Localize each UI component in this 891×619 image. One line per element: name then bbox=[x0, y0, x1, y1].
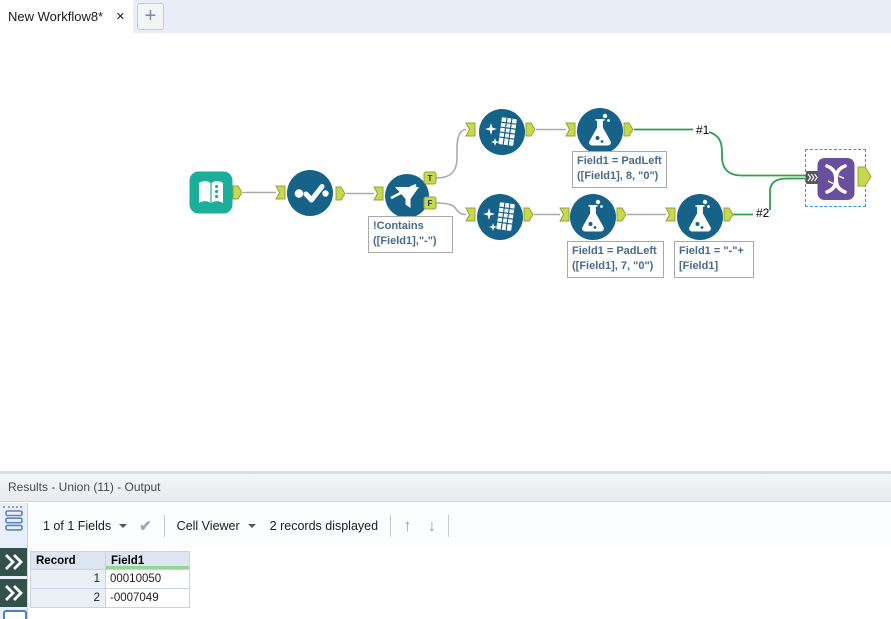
toolbar-separator bbox=[390, 514, 392, 537]
select-tool[interactable] bbox=[287, 170, 333, 216]
formula-top-annotation[interactable]: Field1 = PadLeft ([Field1], 8, "0") bbox=[572, 151, 667, 188]
formula-tool-bottom-1[interactable] bbox=[570, 194, 616, 240]
filter-annotation[interactable]: !Contains ([Field1],"-") bbox=[368, 216, 453, 253]
results-panel-header: Results - Union (11) - Output bbox=[0, 474, 891, 502]
formula-flask-icon bbox=[677, 194, 723, 240]
tab-new-workflow8[interactable]: New Workflow8* ✕ bbox=[0, 0, 133, 33]
field-quality-bar bbox=[106, 566, 189, 569]
toolbar-separator bbox=[163, 514, 165, 537]
double-chevron-icon bbox=[5, 554, 23, 570]
input-data-book-icon bbox=[189, 171, 233, 214]
goto-connection-2-button[interactable] bbox=[0, 579, 27, 607]
record-number-cell[interactable]: 1 bbox=[31, 570, 106, 589]
cell-viewer-dropdown[interactable]: Cell Viewer bbox=[176, 518, 240, 533]
fields-dropdown-caret-icon[interactable] bbox=[119, 523, 128, 528]
column-header-field1-label: Field1 bbox=[111, 555, 145, 567]
column-header-field1[interactable]: Field1 bbox=[106, 552, 190, 570]
formula-tool-top[interactable] bbox=[577, 108, 623, 154]
results-toolbar: 1 of 1 Fields ✔ Cell Viewer 2 records di… bbox=[28, 503, 891, 548]
union-dna-icon bbox=[817, 158, 855, 200]
apply-check-icon[interactable]: ✔ bbox=[139, 517, 152, 535]
formula-flask-icon bbox=[570, 194, 616, 240]
formula-flask-icon bbox=[577, 108, 623, 154]
scroll-up-button[interactable]: ↑ bbox=[403, 515, 412, 535]
formula-bottom-2-annotation[interactable]: Field1 = "-"+ [Field1] bbox=[674, 241, 754, 278]
column-header-record[interactable]: Record bbox=[31, 552, 106, 570]
data-cleansing-tool-bottom[interactable] bbox=[477, 194, 523, 240]
tab-close-icon[interactable]: ✕ bbox=[115, 11, 125, 23]
open-window-icon[interactable] bbox=[3, 610, 27, 619]
results-panel-title: Results - Union (11) - Output bbox=[8, 480, 161, 494]
toolbar-separator bbox=[448, 514, 450, 537]
scroll-down-button[interactable]: ↓ bbox=[427, 515, 437, 535]
input-data-tool[interactable] bbox=[189, 171, 233, 214]
field1-value-cell[interactable]: -0007049 bbox=[106, 589, 190, 608]
connection-label-2: #2 bbox=[756, 206, 770, 220]
filter-tool[interactable] bbox=[385, 174, 429, 218]
cell-viewer-caret-icon[interactable] bbox=[247, 523, 256, 528]
records-displayed-text: 2 records displayed bbox=[269, 518, 379, 533]
record-number-cell[interactable]: 2 bbox=[31, 589, 106, 608]
new-tab-button[interactable]: + bbox=[137, 3, 164, 30]
double-chevron-icon bbox=[5, 585, 23, 601]
filter-funnel-icon bbox=[385, 174, 429, 218]
results-left-strip bbox=[0, 503, 28, 619]
results-data-grid: Record Field1 1 00010050 2 -0007049 bbox=[30, 551, 190, 608]
data-cleansing-tool-top[interactable] bbox=[479, 109, 525, 155]
formula-tool-bottom-2[interactable] bbox=[677, 194, 723, 240]
results-panel-splitter[interactable] bbox=[0, 471, 891, 474]
tab-strip-background bbox=[133, 0, 891, 33]
table-layout-icon[interactable] bbox=[5, 510, 24, 532]
connection-label-1: #1 bbox=[696, 123, 710, 137]
panel-grip-icon[interactable] bbox=[3, 506, 22, 508]
select-check-icon bbox=[287, 170, 333, 216]
data-cleansing-icon bbox=[477, 194, 523, 240]
goto-connection-1-button[interactable] bbox=[0, 548, 27, 576]
tab-title: New Workflow8* bbox=[8, 9, 104, 24]
union-tool[interactable] bbox=[817, 157, 855, 201]
field1-value-cell[interactable]: 00010050 bbox=[106, 570, 190, 589]
data-cleansing-icon bbox=[479, 109, 525, 155]
fields-summary[interactable]: 1 of 1 Fields bbox=[43, 518, 112, 533]
formula-bottom-1-annotation[interactable]: Field1 = PadLeft ([Field1], 7, "0") bbox=[567, 241, 664, 278]
